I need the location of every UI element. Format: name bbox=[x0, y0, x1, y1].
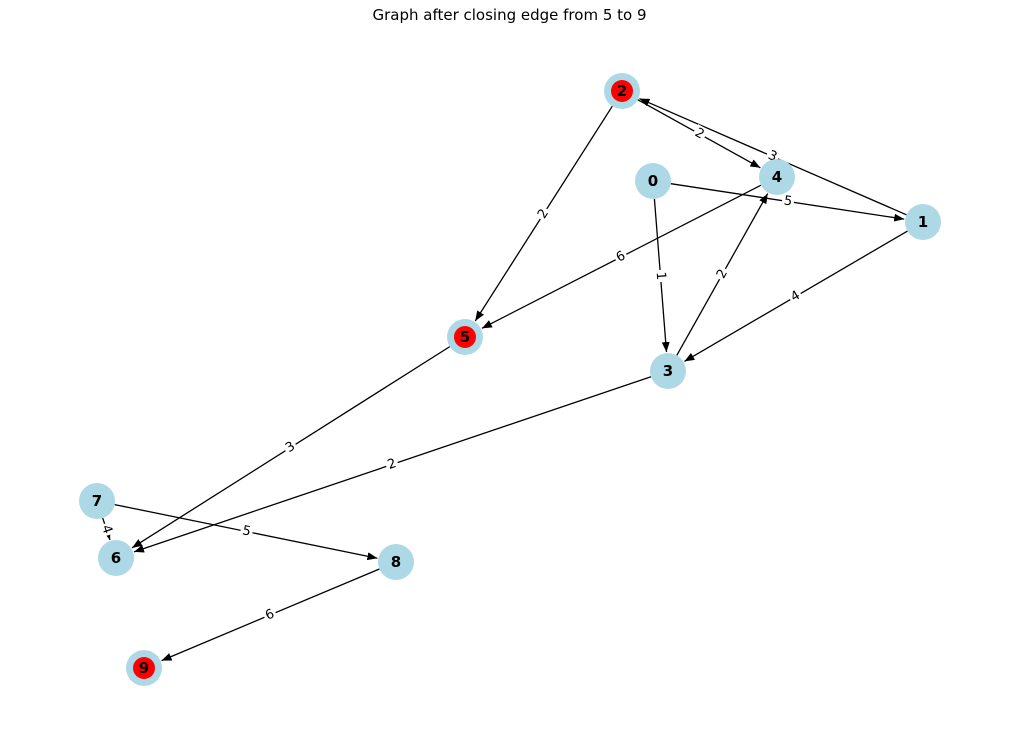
edge-label-7-6: 4 bbox=[97, 521, 116, 538]
node-label: 3 bbox=[663, 362, 673, 380]
node-highlight-marker bbox=[133, 657, 155, 679]
node-label: 8 bbox=[391, 553, 401, 571]
edge-label-4-5: 6 bbox=[612, 247, 630, 267]
node-1: 1 bbox=[905, 204, 941, 240]
edge-weight: 5 bbox=[241, 523, 252, 539]
node-highlight-marker bbox=[611, 80, 633, 102]
edge-label-8-9: 6 bbox=[261, 605, 279, 625]
node-label: 2 bbox=[617, 82, 627, 100]
graph-title: Graph after closing edge from 5 to 9 bbox=[372, 6, 647, 24]
node-label: 9 bbox=[139, 659, 149, 677]
edge-label-0-3: 1 bbox=[652, 269, 669, 283]
edge-label-2-4: 2 bbox=[690, 124, 709, 144]
edge-label-2-5: 2 bbox=[533, 204, 554, 224]
edge-label-0-1: 5 bbox=[780, 192, 796, 211]
node-0: 0 bbox=[635, 163, 671, 199]
node-label: 5 bbox=[460, 328, 470, 346]
node-2: 2 bbox=[604, 73, 640, 109]
node-label: 4 bbox=[772, 168, 782, 186]
node-3: 3 bbox=[650, 353, 686, 389]
edge-weight: 5 bbox=[783, 193, 793, 209]
node-highlight-marker bbox=[454, 326, 476, 348]
edge-label-7-8: 5 bbox=[239, 522, 254, 541]
node-label: 6 bbox=[111, 549, 121, 567]
edge-label-1-3: 4 bbox=[786, 286, 805, 307]
node-6: 6 bbox=[98, 540, 134, 576]
node-5: 5 bbox=[447, 319, 483, 355]
node-label: 1 bbox=[918, 213, 928, 231]
node-4: 4 bbox=[759, 159, 795, 195]
edge-weight: 1 bbox=[653, 271, 669, 280]
edge-label-5-6: 3 bbox=[281, 437, 300, 458]
node-label: 0 bbox=[648, 172, 658, 190]
node-9: 9 bbox=[126, 650, 162, 686]
node-label: 7 bbox=[92, 492, 102, 510]
edge-label-3-4: 2 bbox=[712, 264, 733, 284]
edge-label-3-6: 2 bbox=[383, 454, 401, 475]
node-8: 8 bbox=[378, 544, 414, 580]
node-7: 7 bbox=[79, 483, 115, 519]
